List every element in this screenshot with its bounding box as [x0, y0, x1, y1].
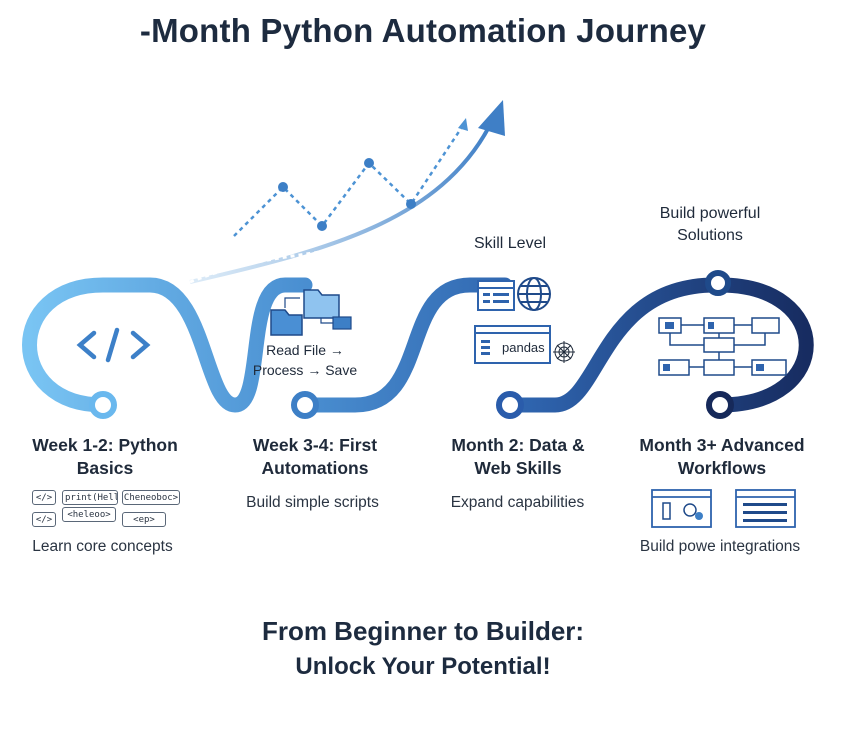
flow-line-2: Process → Save [252, 362, 358, 378]
footer-tagline: From Beginner to Builder: Unlock Your Po… [0, 613, 846, 685]
flow-line-1: Read File → [266, 342, 344, 358]
footer-line-1: From Beginner to Builder: [261, 616, 585, 646]
workflow-diagram-icon [658, 317, 787, 376]
pandas-label: pandas [502, 340, 545, 355]
dashboard-window-icon [651, 489, 712, 528]
stage-4-title: Month 3+ Advanced Workflows [622, 434, 822, 480]
code-brackets-icon [76, 327, 151, 363]
milestone-ring-3 [496, 391, 524, 419]
milestone-ring-top [705, 270, 731, 296]
globe-icon [517, 277, 551, 311]
milestone-ring-2 [291, 391, 319, 419]
stage-2-description: Build simple scripts [246, 494, 379, 511]
pandas-window-icon [474, 325, 551, 364]
stage-3-title-line-2: Web Skills [474, 458, 562, 478]
code-snippet: print(Hellef [62, 490, 118, 505]
footer-line-2: Unlock Your Potential! [295, 653, 551, 680]
growth-curve [189, 124, 492, 284]
code-snippet: </> [32, 512, 56, 527]
build-powerful-label: Build powerful Solutions [659, 205, 761, 244]
stage-3-title: Month 2: Data & Web Skills [428, 434, 608, 480]
stage-4-title-line-1: Month 3+ Advanced [639, 435, 805, 455]
spider-web-icon [553, 341, 575, 363]
stage-4-title-line-2: Workflows [677, 458, 767, 478]
growth-arrow-icon [478, 100, 505, 136]
stage-1-title: Week 1-2: Python Basics [15, 434, 195, 480]
stage-4-description: Build powe integrations [639, 538, 801, 555]
stage-2-title-line-1: Week 3-4: First [252, 435, 378, 455]
code-snippet: </> [32, 490, 56, 505]
milestone-ring-1 [89, 391, 117, 419]
stage-2-title: Week 3-4: First Automations [225, 434, 405, 480]
stage-3-description: Expand capabilities [450, 494, 585, 511]
code-snippet: <heleoo> [62, 507, 116, 522]
stage-3-title-line-1: Month 2: Data & [451, 435, 585, 455]
browser-table-icon [477, 280, 515, 311]
list-window-icon [735, 489, 796, 528]
code-snippet: <ep> [122, 512, 166, 527]
page-title: -Month Python Automation Journey [139, 12, 707, 49]
skill-level-label: Skill Level [473, 235, 547, 252]
stage-1-description: Learn core concepts [32, 538, 173, 555]
code-snippet: Cheneoboc> [122, 490, 180, 505]
skill-trend-line [233, 123, 466, 237]
milestone-ring-4 [706, 391, 734, 419]
folder-icon [270, 289, 352, 336]
flow-label: Read File → Process → Save [230, 340, 380, 380]
stage-2-title-line-2: Automations [261, 458, 369, 478]
stage-1-title-line-1: Week 1-2: Python [32, 435, 178, 455]
stage-1-title-line-2: Basics [76, 458, 134, 478]
